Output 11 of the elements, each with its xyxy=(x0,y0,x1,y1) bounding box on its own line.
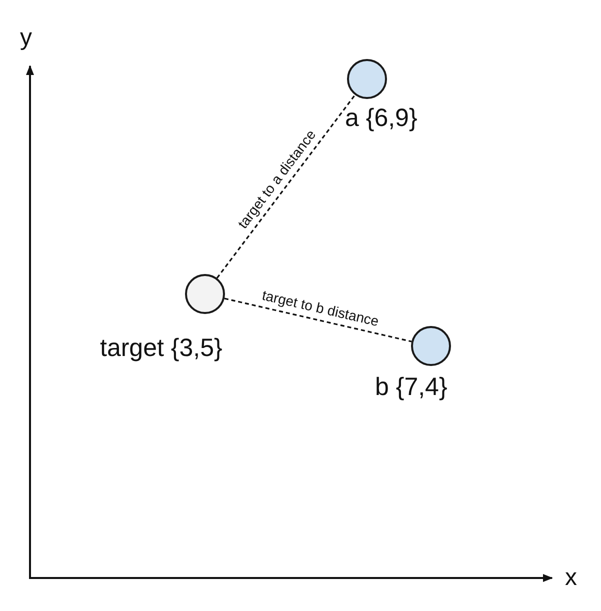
point-label: target {3,5} xyxy=(100,336,222,361)
dashed-distance-line xyxy=(224,298,412,342)
dashed-distance-line xyxy=(216,94,356,278)
axis-label: y xyxy=(20,26,32,50)
point-circle xyxy=(411,326,451,366)
point-label: a {6,9} xyxy=(345,106,418,131)
point-label: b {7,4} xyxy=(375,375,448,400)
edge-label: target to b distance xyxy=(261,288,380,328)
point-circle xyxy=(185,274,225,314)
axis-label: x xyxy=(565,566,577,590)
point-circle xyxy=(347,59,387,99)
